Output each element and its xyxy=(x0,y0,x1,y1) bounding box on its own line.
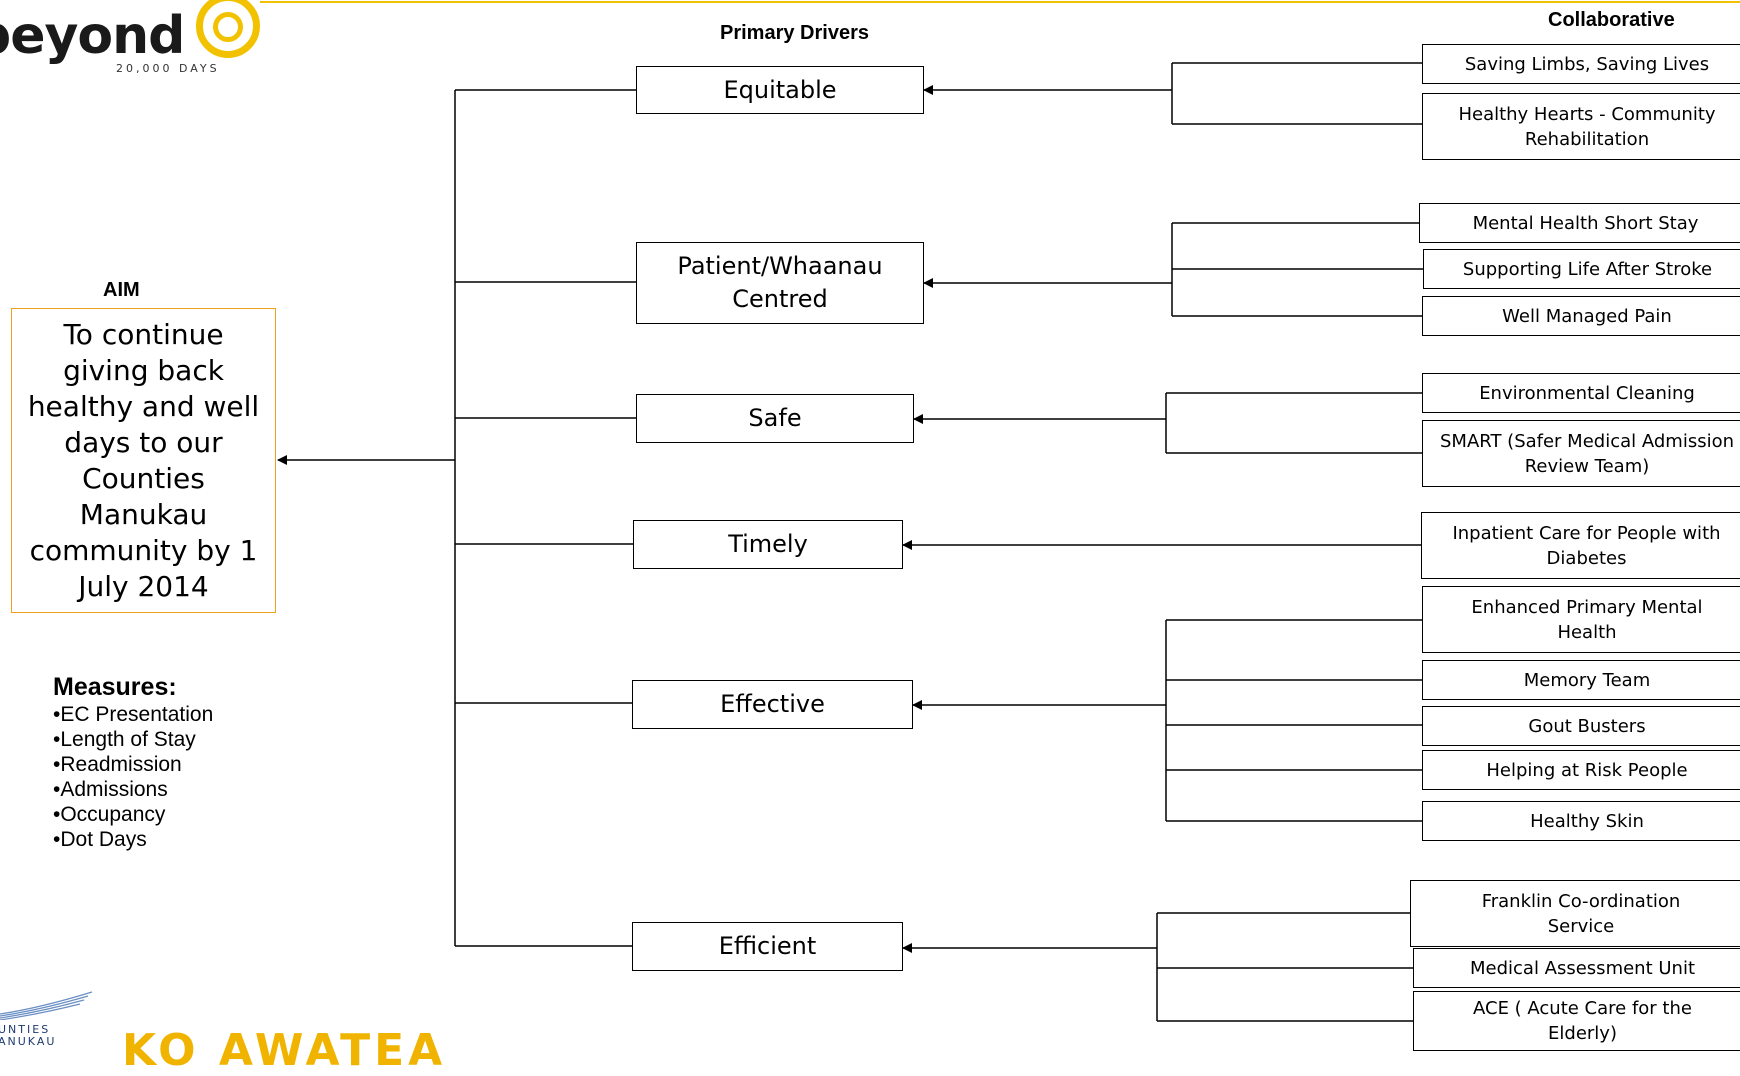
aim-text: To continue giving back healthy and well… xyxy=(27,317,260,603)
driver-efficient: Efficient xyxy=(632,922,903,971)
logo-word: beyond xyxy=(0,6,185,66)
measures-title: Measures: xyxy=(53,673,177,701)
project-box: Enhanced Primary Mental Health xyxy=(1422,586,1740,653)
measure-item: •Occupancy xyxy=(53,803,166,826)
project-box: Mental Health Short Stay xyxy=(1419,203,1740,243)
driver-timely: Timely xyxy=(633,520,903,569)
project-box: Well Managed Pain xyxy=(1422,296,1740,336)
wing-icon xyxy=(0,991,93,1020)
ko-awatea-logo: KO AWATEA xyxy=(122,1025,447,1076)
project-box: Gout Busters xyxy=(1422,706,1740,746)
logo-swirl xyxy=(196,0,260,58)
project-box: Memory Team xyxy=(1422,660,1740,700)
project-box: Franklin Co-ordination Service xyxy=(1410,880,1740,947)
header-aim: AIM xyxy=(103,279,140,301)
aim-box: To continue giving back healthy and well… xyxy=(11,308,276,613)
logo-swirl-inner xyxy=(213,12,243,42)
measure-item: •Admissions xyxy=(53,778,168,801)
project-box: Saving Limbs, Saving Lives xyxy=(1422,44,1740,84)
project-box: ACE ( Acute Care for the Elderly) xyxy=(1413,991,1740,1051)
project-box: Helping at Risk People xyxy=(1422,750,1740,790)
project-box: Environmental Cleaning xyxy=(1422,373,1740,413)
connector-lines xyxy=(277,62,1423,1022)
driver-patient-whaanau-centred: Patient/Whaanau Centred xyxy=(636,242,924,324)
measure-item: •EC Presentation xyxy=(53,703,214,726)
counties-manukau-text: UNTIES ANUKAU xyxy=(0,1023,57,1048)
project-box: Medical Assessment Unit xyxy=(1413,948,1740,988)
logo-subtitle: 20,000 DAYS xyxy=(116,62,220,75)
driver-safe: Safe xyxy=(636,394,914,443)
project-box: SMART (Safer Medical Admission Review Te… xyxy=(1422,420,1740,487)
measure-item: •Readmission xyxy=(53,753,182,776)
measure-item: •Dot Days xyxy=(53,828,147,851)
measure-item: •Length of Stay xyxy=(53,728,196,751)
project-box: Supporting Life After Stroke xyxy=(1423,249,1740,289)
logo-accent-line xyxy=(260,1,1740,3)
driver-effective: Effective xyxy=(632,680,913,729)
header-primary-drivers: Primary Drivers xyxy=(720,22,869,44)
driver-equitable: Equitable xyxy=(636,66,924,114)
project-box: Healthy Skin xyxy=(1422,801,1740,841)
measures-list: Measures: •EC Presentation •Length of St… xyxy=(53,672,213,852)
project-box: Healthy Hearts - Community Rehabilitatio… xyxy=(1422,93,1740,160)
project-box: Inpatient Care for People with Diabetes xyxy=(1421,512,1740,579)
counties-manukau-logo: UNTIES ANUKAU xyxy=(0,990,100,1051)
header-collaborative: Collaborative xyxy=(1548,9,1675,31)
beyond-logo: beyond 20,000 DAYS xyxy=(0,0,300,80)
